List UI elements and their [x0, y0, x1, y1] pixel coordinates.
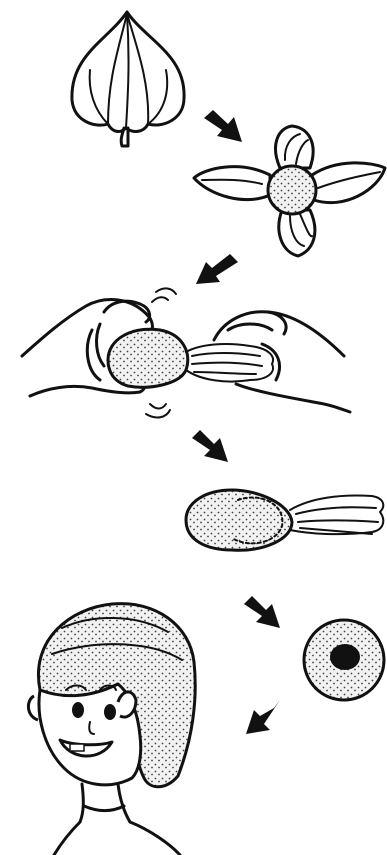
berry-with-husk-tail [186, 490, 383, 550]
arrow-step-4 [244, 596, 280, 628]
berry-section [304, 620, 384, 700]
husk-opened [194, 126, 385, 256]
arrow-step-1 [204, 110, 242, 142]
arrow-step-5 [246, 700, 280, 734]
lantern-fruit-whole [72, 12, 184, 146]
arrow-step-2 [196, 254, 238, 284]
girl-with-balloon-hair [28, 604, 195, 855]
arrow-step-3 [192, 430, 228, 462]
hands-twisting [22, 288, 350, 417]
